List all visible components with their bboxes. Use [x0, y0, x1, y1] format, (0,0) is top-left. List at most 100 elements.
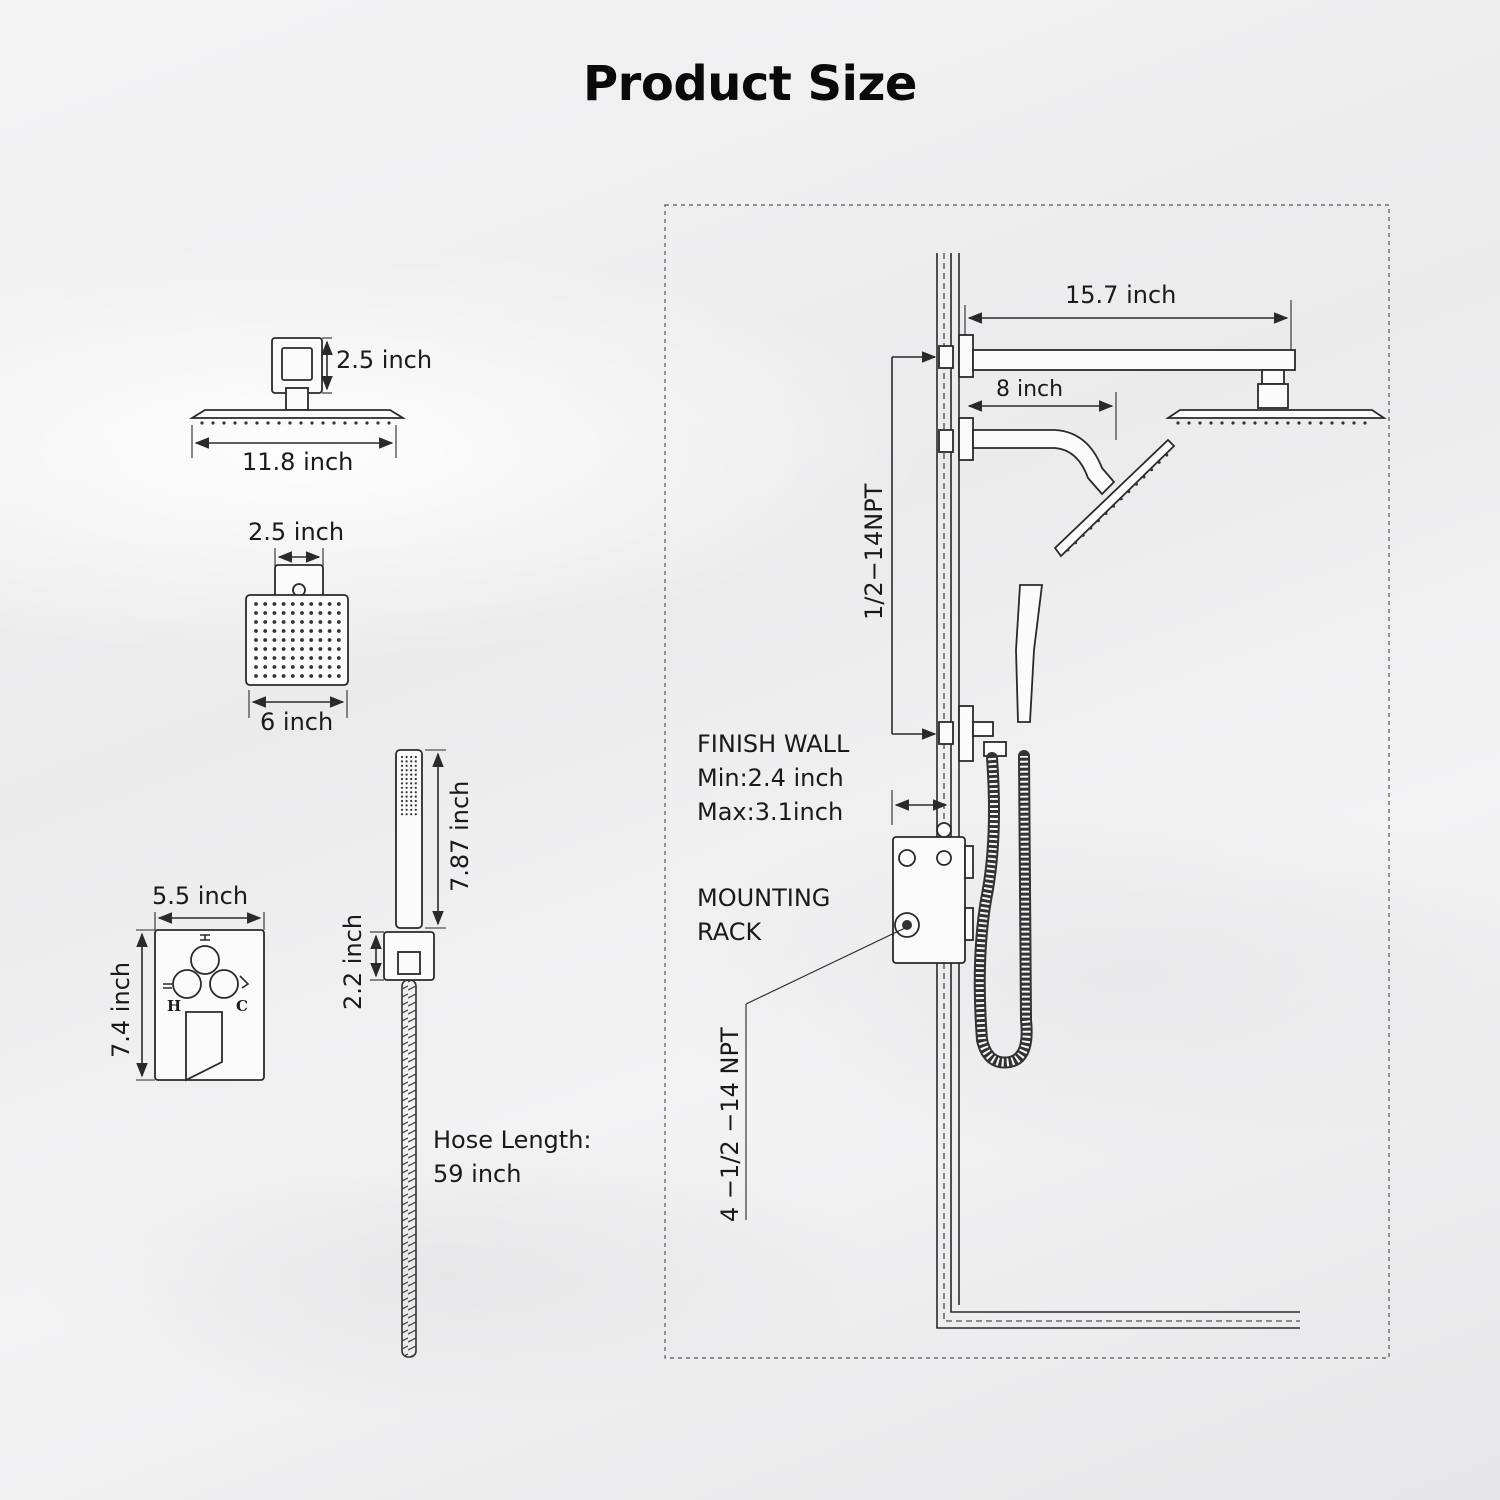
nozzle-dot	[414, 755, 417, 759]
nozzle-dot	[254, 629, 258, 633]
nozzle-dot	[414, 804, 417, 807]
nozzle-dot	[222, 421, 226, 425]
nozzle-dot	[1134, 482, 1138, 486]
nozzle-dot	[288, 421, 292, 425]
nozzle-dot	[1119, 497, 1123, 501]
nozzle-dot	[272, 647, 277, 651]
valve-width-dimension	[154, 912, 265, 930]
nozzle-dot	[400, 777, 404, 781]
nozzle-dot	[414, 764, 417, 767]
arm-long-dimension	[964, 300, 1292, 350]
nozzle-dot	[1165, 453, 1169, 457]
nozzle-dot	[281, 611, 286, 615]
nozzle-dot	[327, 665, 332, 669]
nozzle-dot	[1264, 421, 1268, 425]
nozzle-dot	[405, 786, 408, 789]
nozzle-dot	[300, 620, 304, 624]
nozzle-dot	[309, 620, 314, 624]
body-spray-bracket-dimension	[274, 548, 324, 566]
nozzle-dot	[309, 647, 314, 651]
rain-head-width-label: 11.8 inch	[242, 448, 353, 476]
nozzle-dot	[405, 773, 408, 776]
nozzle-dot	[405, 769, 408, 772]
nozzle-dot	[290, 656, 295, 660]
nozzle-dot	[410, 808, 413, 811]
nozzle-dot	[318, 611, 323, 615]
rain-head-height-label: 2.5 inch	[336, 346, 432, 374]
nozzle-dot	[1242, 421, 1246, 425]
nozzle-dot	[318, 638, 323, 642]
nozzle-dot	[309, 611, 314, 615]
valve-width-label: 5.5 inch	[152, 882, 248, 910]
handshower-length-label: 7.87 inch	[446, 781, 474, 892]
nozzle-dot	[336, 665, 341, 669]
nozzle-dot	[336, 647, 341, 651]
nozzle-dot	[410, 791, 413, 794]
nozzle-dot	[1341, 421, 1345, 425]
mounting-rack-line1: MOUNTING	[697, 884, 830, 912]
nozzle-dot	[414, 777, 417, 781]
nozzle-dot	[405, 804, 408, 807]
nozzle-dot	[354, 421, 358, 425]
arm-short-dimension	[967, 392, 1117, 440]
nozzle-dot	[1231, 421, 1235, 425]
nozzle-dot	[281, 647, 286, 651]
nozzle-dot	[254, 611, 258, 615]
nozzle-dot	[290, 602, 295, 606]
nozzle-dot	[263, 647, 268, 651]
nozzle-dot	[290, 647, 295, 651]
nozzle-dot	[387, 421, 391, 425]
nozzle-dot	[309, 674, 314, 678]
nozzle-dot	[309, 638, 314, 642]
nozzle-dot	[405, 808, 408, 811]
nozzle-dot	[318, 602, 323, 606]
nozzle-dot	[1127, 490, 1131, 494]
nozzle-dot	[1104, 512, 1108, 515]
nozzle-dot	[300, 665, 304, 669]
nozzle-dot	[318, 665, 323, 669]
nozzle-dot	[272, 629, 277, 633]
nozzle-dot	[290, 638, 295, 642]
finish-wall-dimension	[891, 790, 948, 825]
nozzle-dot	[1308, 421, 1312, 425]
nozzle-dot	[1081, 533, 1085, 537]
nozzle-dot	[277, 421, 281, 425]
nozzle-dot	[263, 665, 268, 669]
nozzle-dot	[1209, 421, 1213, 425]
hose-length-line2: 59 inch	[433, 1160, 521, 1188]
nozzle-dot	[400, 791, 404, 794]
nozzle-dot	[310, 421, 314, 425]
nozzle-dot	[400, 795, 404, 798]
valve-trim-drawing	[154, 929, 265, 1082]
nozzle-dot	[1253, 421, 1257, 425]
nozzle-dot	[1150, 468, 1154, 472]
cold-mark: C	[236, 997, 248, 1015]
valve-thread-label: 4 −1/2 −14 NPT	[716, 1027, 744, 1222]
arm-short-label: 8 inch	[996, 377, 1063, 402]
nozzle-dot	[327, 611, 332, 615]
nozzle-dot	[266, 421, 270, 425]
nozzle-dot	[327, 647, 332, 651]
supply-pipes	[936, 253, 1300, 1329]
nozzle-dot	[327, 620, 332, 624]
nozzle-dot	[1074, 541, 1078, 545]
nozzle-dot	[400, 769, 404, 772]
nozzle-dot	[405, 782, 408, 785]
nozzle-dot	[1089, 526, 1093, 530]
arm-long-label: 15.7 inch	[1065, 281, 1176, 309]
nozzle-dot	[309, 602, 314, 606]
nozzle-dot	[400, 786, 404, 789]
nozzle-dot	[405, 795, 408, 798]
nozzle-dot	[414, 773, 417, 776]
nozzle-dot	[327, 629, 332, 633]
nozzle-dot	[400, 755, 404, 759]
nozzle-dot	[405, 777, 408, 781]
valve-height-dimension	[136, 929, 155, 1081]
nozzle-dot	[290, 629, 295, 633]
nozzle-dot	[410, 813, 413, 816]
nozzle-dot	[414, 813, 417, 816]
nozzle-dot	[318, 629, 323, 633]
nozzle-dot	[332, 421, 336, 425]
nozzle-dot	[263, 629, 268, 633]
